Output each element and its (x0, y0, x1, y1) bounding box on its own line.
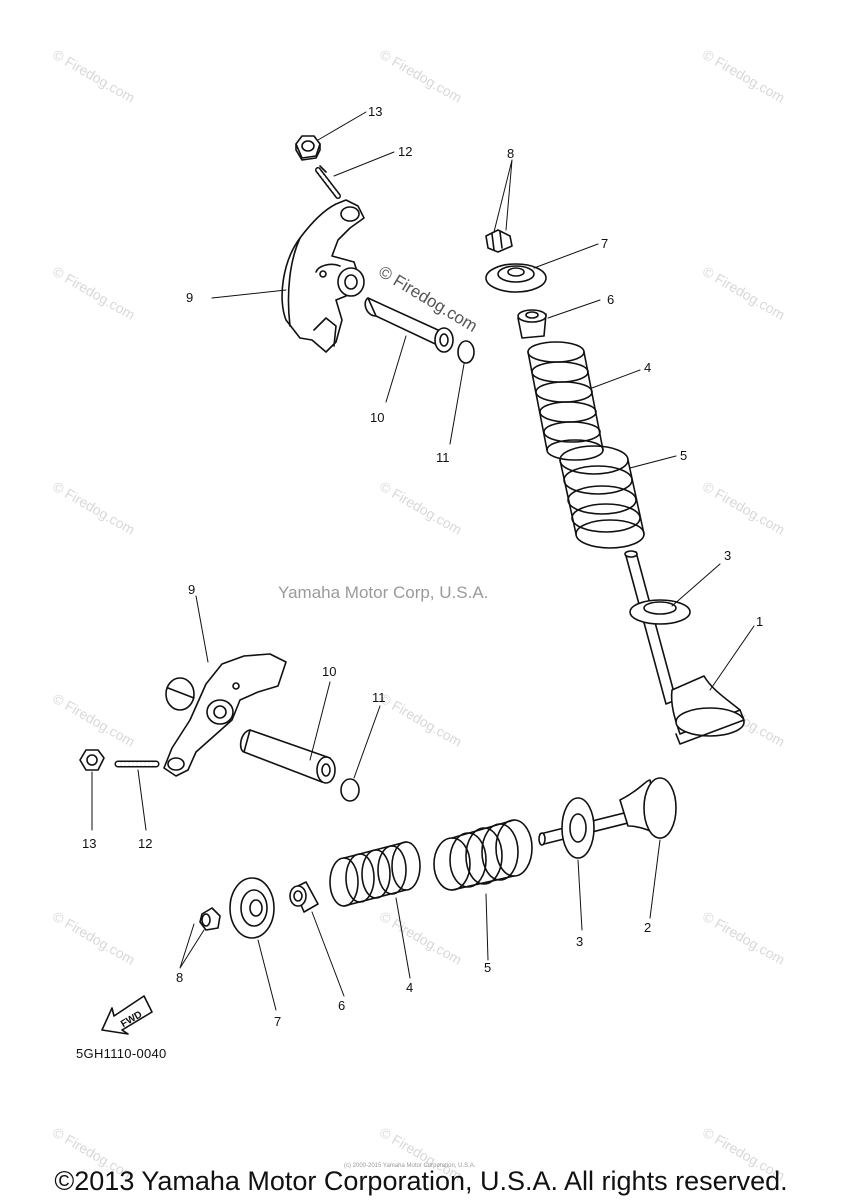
inner-spring-upper (527, 341, 604, 461)
outer-spring-upper (559, 445, 645, 549)
rocker-arm-upper (281, 199, 365, 353)
callout-5-upper: 5 (680, 448, 687, 463)
tiny-copyright-note: (c) 2000-2015 Yamaha Motor Corporation, … (344, 1163, 476, 1169)
valve-cotters-lower (199, 907, 221, 931)
callout-6-lower: 6 (338, 998, 345, 1013)
o-ring-upper (457, 340, 475, 364)
adjust-screw-upper (315, 165, 341, 199)
callout-2-lower: 2 (644, 920, 651, 935)
callout-13-upper: 13 (368, 104, 382, 119)
spring-retainer-lower (229, 877, 275, 939)
diagram-code: 5GH1110-0040 (76, 1046, 167, 1061)
callout-7-lower: 7 (274, 1014, 281, 1029)
callout-8-upper: 8 (507, 146, 514, 161)
inner-spring-lower (329, 841, 421, 907)
callout-3-lower: 3 (576, 934, 583, 949)
nut-lower (79, 749, 105, 771)
callout-4-upper: 4 (644, 360, 651, 375)
callout-9-lower: 9 (188, 582, 195, 597)
callout-12-lower: 12 (138, 836, 152, 851)
callout-10-upper: 10 (370, 410, 384, 425)
callout-4-lower: 4 (406, 980, 413, 995)
callout-5-lower: 5 (484, 960, 491, 975)
stem-seal-lower (289, 881, 319, 913)
callout-3-upper: 3 (724, 548, 731, 563)
nut-upper (295, 135, 321, 161)
leader-lines (91, 111, 755, 1011)
rocker-shaft-lower (239, 729, 336, 784)
callout-1-upper: 1 (756, 614, 763, 629)
corp-watermark-text: Yamaha Motor Corp, U.S.A. (278, 583, 489, 602)
valve-cotters-upper (485, 229, 513, 253)
callout-12-upper: 12 (398, 144, 412, 159)
callout-7-upper: 7 (601, 236, 608, 251)
stem-seal-upper (517, 309, 547, 339)
callout-11-lower: 11 (372, 690, 386, 705)
callout-6-upper: 6 (607, 292, 614, 307)
rocker-arm-lower (163, 653, 287, 777)
callout-11-upper: 11 (436, 450, 450, 465)
outer-spring-lower (433, 819, 533, 891)
spring-retainer-upper (485, 263, 547, 293)
rocker-shaft-upper (364, 297, 454, 353)
callout-13-lower: 13 (82, 836, 96, 851)
callout-9-upper: 9 (186, 290, 193, 305)
valve-lower (538, 777, 677, 859)
copyright-footer: ©2013 Yamaha Motor Corporation, U.S.A. A… (54, 1166, 788, 1196)
o-ring-lower (340, 778, 360, 802)
callout-10-lower: 10 (322, 664, 336, 679)
callout-8-lower: 8 (176, 970, 183, 985)
callouts: 13 12 8 7 9 6 4 10 11 5 3 1 9 10 11 13 1… (82, 104, 763, 1029)
valve-upper (624, 550, 745, 745)
fwd-arrow-icon (101, 995, 153, 1035)
